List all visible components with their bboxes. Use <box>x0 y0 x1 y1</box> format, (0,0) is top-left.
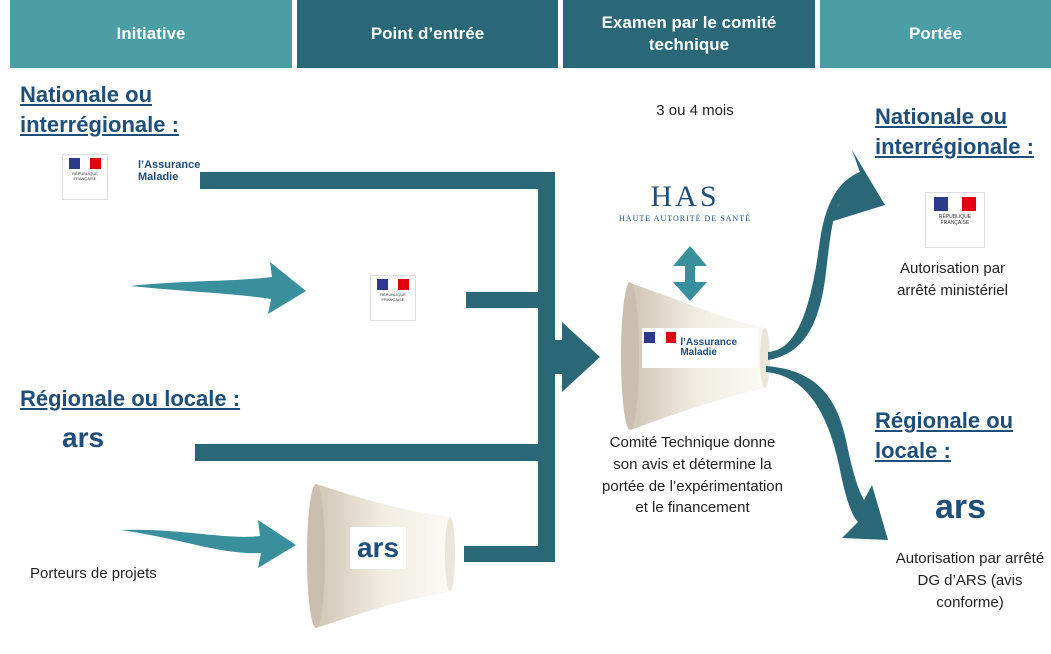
double-arrow-icon <box>673 246 707 301</box>
output-arrow-regionale <box>766 366 888 540</box>
section-nationale-left: Nationale ou interrégionale : <box>20 82 179 137</box>
marianne-logo-entry: RÉPUBLIQUE FRANÇAISE <box>370 275 416 321</box>
output-arrow-nationale <box>768 150 885 360</box>
section-regionale-right: Régionale ou locale : <box>875 408 1014 463</box>
header-portee: Portée <box>820 0 1051 68</box>
section-regionale-left: Régionale ou locale : <box>20 386 241 411</box>
swoosh-arrow-porteurs <box>120 520 296 568</box>
has-logo: HAS HAUTE AUTORITÉ DE SANTÉ <box>619 180 751 223</box>
autorisation-nationale: Autorisation par arrêté ministériel <box>897 260 1008 299</box>
header-point-entree: Point d’entrée <box>297 0 558 68</box>
assurance-maladie-logo-left: l’Assurance Maladie <box>138 159 201 183</box>
delai-label: 3 ou 4 mois <box>656 102 734 119</box>
ars-logo-right: ars <box>935 488 987 526</box>
connector-bars <box>195 172 600 562</box>
section-nationale-right: Nationale ou interrégionale : <box>875 104 1034 159</box>
porteurs-label: Porteurs de projets <box>30 565 157 582</box>
header-examen: Examen par le comité technique <box>563 0 815 68</box>
comite-logos: l’Assurance Maladie <box>642 328 758 368</box>
ars-logo-left: ars <box>62 422 105 453</box>
comite-description: Comité Technique donne son avis et déter… <box>602 434 783 517</box>
marianne-logo-right: RÉPUBLIQUE FRANÇAISE <box>925 192 985 248</box>
marianne-logo-left: RÉPUBLIQUE FRANÇAISE <box>62 154 108 200</box>
header-initiative: Initiative <box>10 0 292 68</box>
autorisation-regionale: Autorisation par arrêté DG d’ARS (avis c… <box>895 550 1045 611</box>
ars-logo-funnel: ars <box>350 527 406 569</box>
swoosh-arrow-national <box>130 262 306 314</box>
